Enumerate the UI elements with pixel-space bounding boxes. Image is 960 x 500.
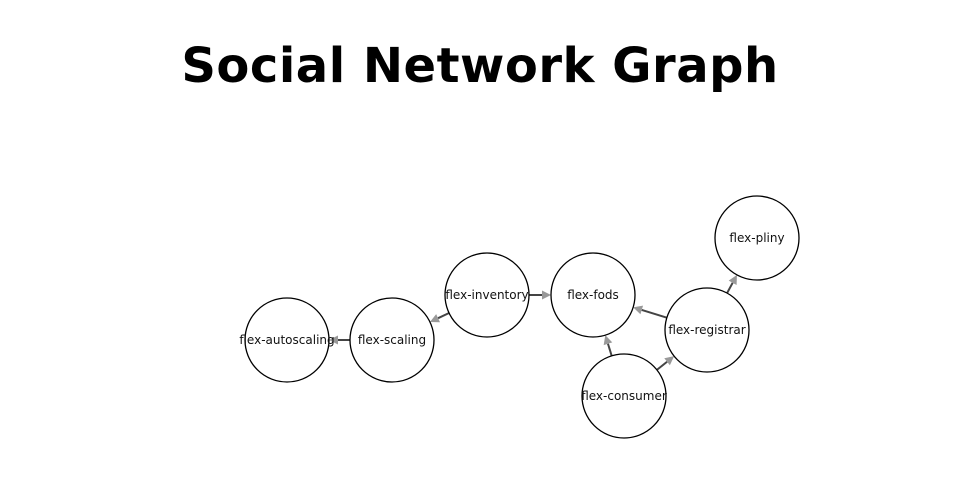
arrowhead-icon <box>728 274 737 285</box>
arrowhead-icon <box>633 305 644 315</box>
node-label: flex-inventory <box>445 288 528 302</box>
node-circle[interactable] <box>550 252 636 338</box>
node-circle[interactable] <box>664 287 750 373</box>
edge-flex-consumer-to-flex-fods <box>603 335 613 357</box>
node-flex-autoscaling[interactable]: flex-autoscaling <box>239 297 335 383</box>
node-circle[interactable] <box>349 297 435 383</box>
node-flex-scaling[interactable]: flex-scaling <box>349 297 435 383</box>
edge-flex-scaling-to-flex-autoscaling <box>329 335 350 345</box>
node-flex-consumer[interactable]: flex-consumer <box>581 353 667 439</box>
arrowhead-icon <box>329 335 338 345</box>
arrowhead-icon <box>429 314 441 323</box>
edge-flex-inventory-to-flex-fods <box>529 290 551 300</box>
node-flex-inventory[interactable]: flex-inventory <box>444 252 530 338</box>
edge-line <box>437 312 450 320</box>
edge-line <box>656 360 668 371</box>
nodes-layer: flex-autoscaling flex-scaling flex-invento… <box>239 195 800 439</box>
node-label: flex-registrar <box>668 323 745 337</box>
edge-flex-inventory-to-flex-scaling <box>429 312 450 323</box>
node-label: flex-scaling <box>358 333 426 347</box>
arrowhead-icon <box>603 335 613 346</box>
node-circle[interactable] <box>714 195 800 281</box>
node-flex-pliny[interactable]: flex-pliny <box>714 195 800 281</box>
node-label: flex-fods <box>567 288 619 302</box>
node-circle[interactable] <box>581 353 667 439</box>
node-label: flex-autoscaling <box>239 333 334 347</box>
edge-line <box>641 309 668 319</box>
edge-line <box>726 282 734 294</box>
arrowhead-icon <box>542 290 551 300</box>
node-circle[interactable] <box>244 297 330 383</box>
node-flex-fods[interactable]: flex-fods <box>550 252 636 338</box>
edge-line <box>607 343 613 357</box>
page-title: Social Network Graph <box>181 38 779 94</box>
node-circle[interactable] <box>444 252 530 338</box>
arrowhead-icon <box>664 356 675 366</box>
node-label: flex-pliny <box>729 231 784 245</box>
edges-layer <box>329 274 737 371</box>
edge-flex-registrar-to-flex-pliny <box>726 274 737 294</box>
node-flex-registrar[interactable]: flex-registrar <box>664 287 750 373</box>
edge-flex-registrar-to-flex-fods <box>633 305 668 319</box>
node-label: flex-consumer <box>581 389 667 403</box>
edge-flex-consumer-to-flex-registrar <box>656 356 675 371</box>
